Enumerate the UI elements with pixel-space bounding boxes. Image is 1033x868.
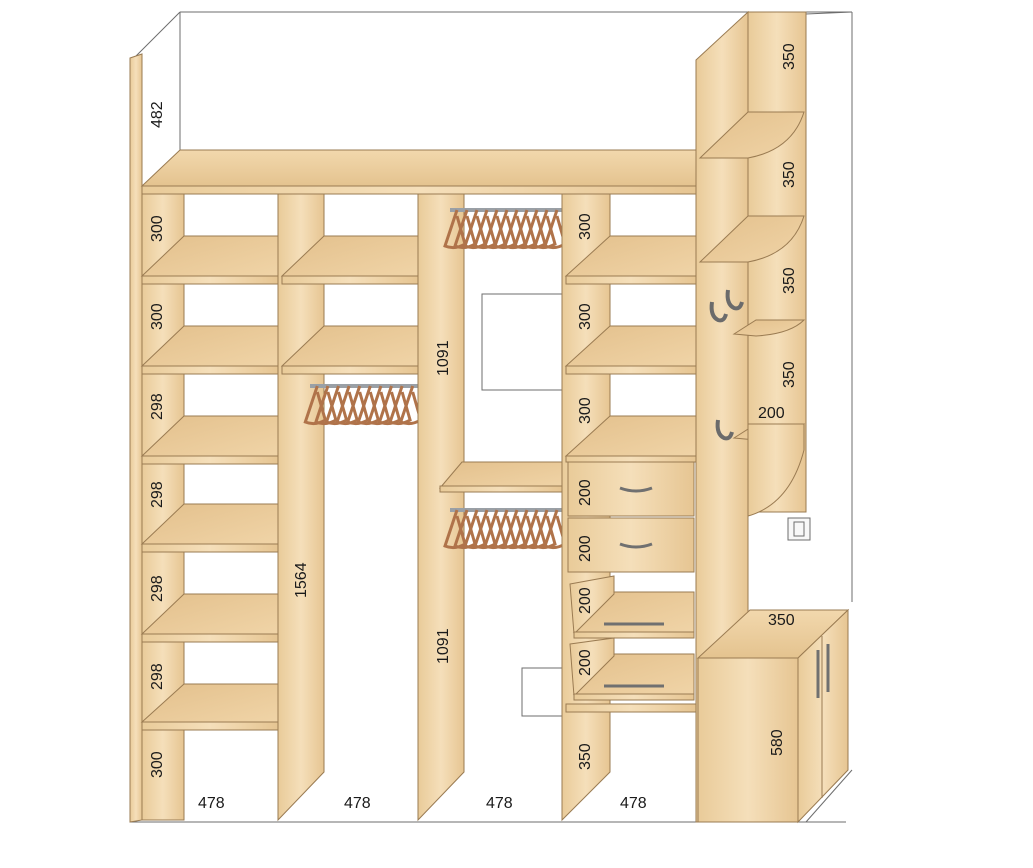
dim-col1: 298 [149, 663, 166, 690]
dim-col4: 300 [577, 213, 594, 240]
col3-shelf-edge [439, 485, 563, 493]
hanger-icon [533, 509, 557, 550]
dimension-labels: 482 300 300 298 298 298 298 300 1564 109… [149, 43, 798, 812]
hanger-icon [335, 385, 359, 426]
dim-right-shelf: 350 [781, 161, 798, 188]
right-tower [695, 10, 811, 823]
dim-col1: 300 [149, 751, 166, 778]
drawer-3-front [573, 631, 695, 639]
bottom-cabinet [696, 608, 850, 824]
divider-2 [417, 193, 465, 822]
dim-col1: 300 [149, 215, 166, 242]
dim-col4: 350 [577, 743, 594, 770]
col4-bottom-shelf [565, 703, 697, 713]
small-shelf [732, 319, 806, 337]
dim-col4: 200 [577, 479, 594, 506]
column-3 [438, 208, 567, 717]
dim-left-top: 482 [149, 101, 166, 128]
hanger-icon [367, 385, 391, 426]
col1-shelf-edge [141, 633, 279, 643]
dim-col1: 298 [149, 393, 166, 420]
col1-shelf-edge [141, 721, 279, 731]
corner-shelf [698, 111, 805, 159]
dim-bottom-width: 478 [344, 795, 371, 812]
hanger-icon [377, 385, 402, 426]
dim-cabinet-height: 580 [769, 729, 786, 756]
hook-icon [715, 419, 734, 441]
col2-shelf-edge [281, 365, 419, 375]
dim-col4: 200 [577, 649, 594, 676]
back-wall-outlet [481, 293, 563, 391]
dim-col2-rod: 1564 [293, 562, 310, 598]
hanger-icon [303, 385, 328, 426]
col1-shelf-edge [141, 275, 279, 285]
drawer-4-front [573, 693, 695, 701]
left-side-panel [129, 53, 143, 823]
hanger-icon [533, 209, 557, 250]
dim-col1: 298 [149, 481, 166, 508]
dim-bottom-width: 478 [620, 795, 647, 812]
col4-shelf-edge [565, 275, 697, 285]
dim-right-shelf: 350 [781, 361, 798, 388]
col4-shelf-edge [565, 365, 697, 375]
hanger-icon [356, 385, 381, 426]
dim-col1: 298 [149, 575, 166, 602]
dim-col4: 200 [577, 587, 594, 614]
top-shelf-edge [141, 185, 701, 195]
dim-bottom-width: 478 [486, 795, 513, 812]
drawer-3-side [569, 575, 615, 636]
col4-shelf-edge [565, 455, 697, 463]
dim-col1: 300 [149, 303, 166, 330]
col1-shelf-edge [141, 365, 279, 375]
hook-icon [709, 301, 728, 323]
divider-1 [277, 193, 325, 822]
hanger-icon [388, 385, 412, 426]
dim-col3-upper: 1091 [435, 340, 452, 376]
dim-right-shelf: 350 [781, 43, 798, 70]
hanger-icon [345, 385, 370, 426]
hook-icon [725, 289, 744, 311]
drawer-handle [619, 486, 653, 493]
dim-cabinet-depth: 350 [768, 612, 795, 629]
dim-right-shelf: 350 [781, 267, 798, 294]
corner-shelf [698, 215, 805, 263]
hangers-col3-upper [443, 209, 567, 250]
dim-bottom-width: 478 [198, 795, 225, 812]
dim-col3-lower: 1091 [435, 628, 452, 664]
dim-col4: 200 [577, 535, 594, 562]
drawer-1[interactable] [567, 461, 695, 517]
dim-right-small-shelf: 200 [758, 405, 785, 422]
col1-shelf-edge [141, 543, 279, 553]
column-2 [280, 235, 423, 426]
col3-middle-shelf [438, 461, 563, 489]
back-wall-box [521, 667, 563, 717]
column-4 [564, 235, 697, 713]
tower-end-curve [747, 423, 805, 517]
hanger-icon [324, 385, 349, 426]
col1-shelf-edge [141, 455, 279, 465]
drawer-handle [619, 542, 653, 549]
light-switch-icon [787, 517, 811, 541]
top-shelf-surface [140, 149, 742, 187]
light-switch-toggle [793, 521, 805, 537]
hanger-icon [314, 385, 338, 426]
drawer-2[interactable] [567, 517, 695, 573]
hangers-col2 [303, 385, 423, 426]
dim-col4: 300 [577, 397, 594, 424]
drawer-4-side [569, 637, 615, 698]
cabinet-doors[interactable] [797, 608, 849, 824]
column-1 [140, 193, 279, 821]
col2-shelf-edge [281, 275, 419, 285]
dim-col4: 300 [577, 303, 594, 330]
